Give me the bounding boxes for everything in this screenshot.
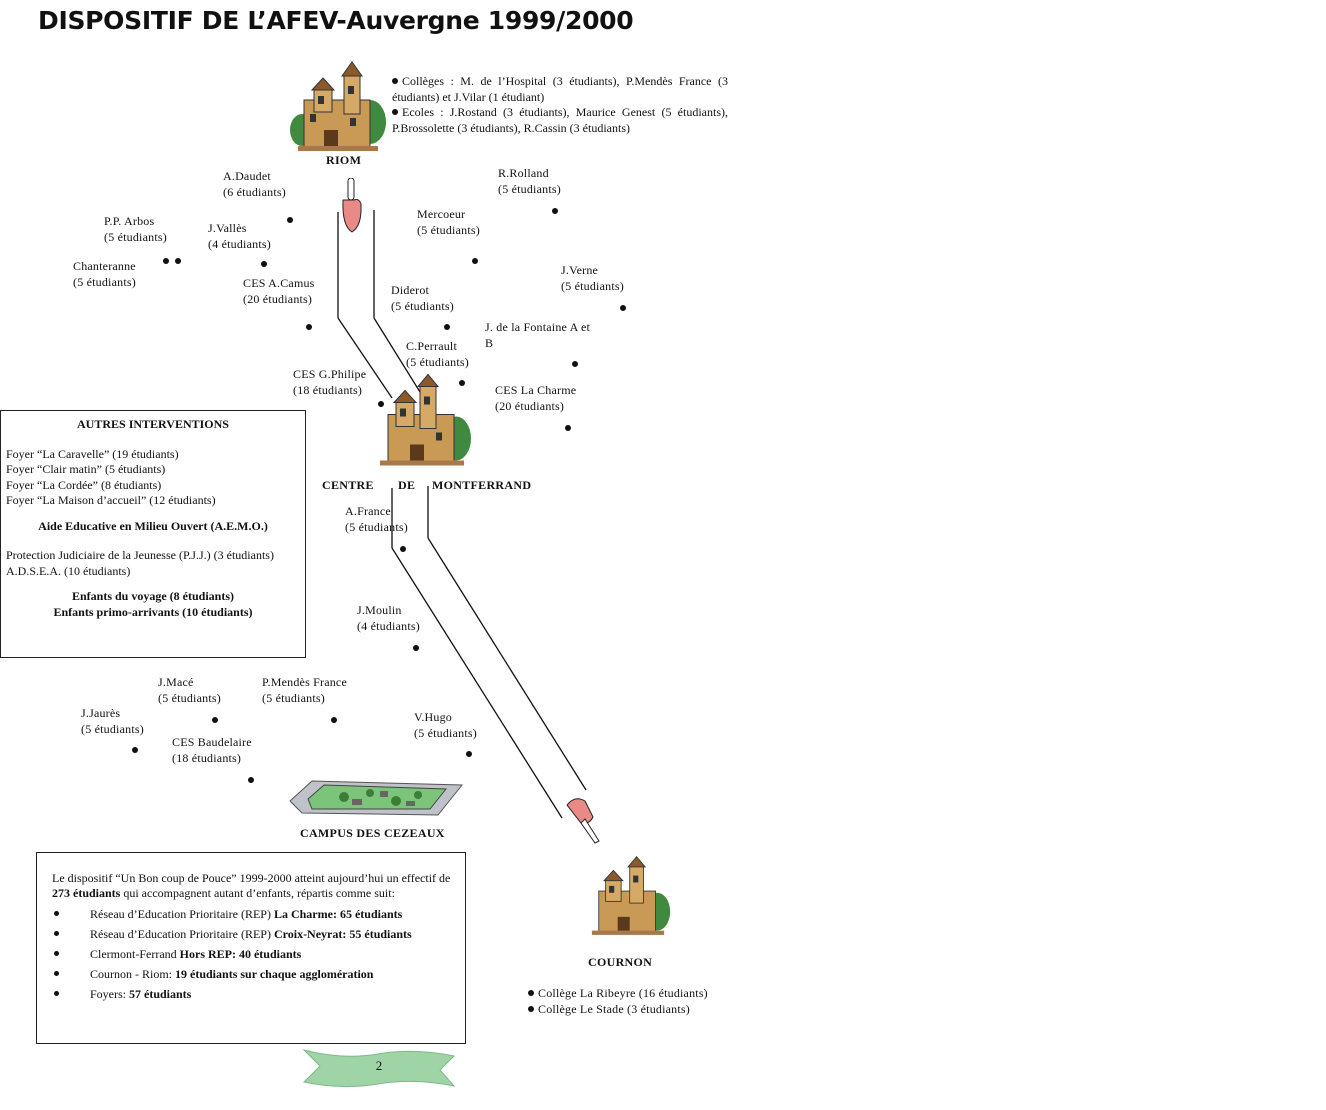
school-label: A.France(5 étudiants) bbox=[345, 504, 408, 534]
school-label: J.Vallès(4 étudiants) bbox=[208, 221, 271, 251]
school-dot bbox=[248, 777, 254, 783]
town-riom: RIOM bbox=[326, 153, 362, 167]
school-label: R.Rolland(5 étudiants) bbox=[498, 166, 561, 196]
list-item: Collège La Ribeyre (16 étudiants) bbox=[538, 986, 708, 1000]
page-title: DISPOSITIF DE L’AFEV-Auvergne 1999/2000 bbox=[38, 6, 634, 35]
ribbon-banner-icon bbox=[302, 1049, 456, 1088]
school-label: J.Moulin(4 étudiants) bbox=[357, 603, 420, 633]
page-number: 2 bbox=[375, 1058, 383, 1073]
autres-heading: AUTRES INTERVENTIONS bbox=[77, 417, 229, 431]
school-label: C.Perrault(5 étudiants) bbox=[406, 339, 469, 369]
school-dot bbox=[472, 258, 478, 264]
enfants-voyage: Enfants du voyage (8 étudiants) bbox=[71, 589, 235, 603]
school-dot bbox=[378, 401, 384, 407]
school-label: CES Baudelaire(18 étudiants) bbox=[172, 735, 252, 765]
school-label: Chanteranne(5 étudiants) bbox=[73, 259, 136, 289]
riom-info: Collèges : M. de l’Hospital (3 étudiants… bbox=[392, 74, 728, 136]
school-dot bbox=[261, 261, 267, 267]
pointing-hand-icon bbox=[566, 798, 600, 844]
town-cournon: COURNON bbox=[588, 955, 653, 969]
bullet-icon bbox=[392, 78, 398, 84]
list-item: Réseau d’Education Prioritaire (REP) La … bbox=[52, 904, 451, 924]
list-item: Clermont-Ferrand Hors REP: 40 étudiants bbox=[52, 944, 451, 964]
list-item: Foyers: 57 étudiants bbox=[52, 984, 451, 1004]
foyer-item: Foyer “Clair matin” (5 étudiants) bbox=[6, 462, 166, 476]
town-montferrand: MONTFERRAND bbox=[432, 478, 532, 492]
bullet-icon bbox=[392, 109, 398, 115]
foyer-item: Foyer “La Maison d’accueil” (12 étudiant… bbox=[6, 493, 216, 507]
school-dot bbox=[466, 751, 472, 757]
town-de: DE bbox=[398, 478, 416, 492]
school-label: J.Macé(5 étudiants) bbox=[158, 675, 221, 705]
school-label: P.Mendès France(5 étudiants) bbox=[262, 675, 347, 705]
castle-icon bbox=[380, 374, 471, 466]
school-label: J.Jaurès(5 étudiants) bbox=[81, 706, 144, 736]
school-dot bbox=[565, 425, 571, 431]
list-item: Cournon - Riom: 19 étudiants sur chaque … bbox=[52, 964, 451, 984]
castle-icon bbox=[591, 855, 671, 935]
bullet-icon bbox=[528, 990, 534, 996]
campus-map-icon bbox=[289, 780, 464, 816]
list-item: Réseau d’Education Prioritaire (REP) Cro… bbox=[52, 924, 451, 944]
school-label: CES A.Camus(20 étudiants) bbox=[243, 276, 315, 306]
school-dot bbox=[331, 717, 337, 723]
foyer-item: Foyer “La Caravelle” (19 étudiants) bbox=[6, 446, 179, 461]
school-label: Diderot(5 étudiants) bbox=[391, 283, 454, 313]
enfants-primo: Enfants primo-arrivants (10 étudiants) bbox=[53, 604, 253, 619]
town-campus: CAMPUS DES CEZEAUX bbox=[300, 826, 445, 840]
riom-ecoles: Ecoles : J.Rostand (3 étudiants), Mauric… bbox=[392, 105, 728, 135]
riom-colleges: Collèges : M. de l’Hospital (3 étudiants… bbox=[392, 74, 728, 104]
pjj: Protection Judiciaire de la Jeunesse (P.… bbox=[6, 548, 274, 562]
town-centre: CENTRE bbox=[322, 478, 374, 492]
pointing-hand-icon bbox=[342, 178, 362, 233]
school-label: V.Hugo(5 étudiants) bbox=[414, 710, 477, 740]
school-dot bbox=[620, 305, 626, 311]
list-item: Collège Le Stade (3 étudiants) bbox=[538, 1002, 690, 1016]
summary-intro: Le dispositif “Un Bon coup de Pouce” 199… bbox=[52, 871, 451, 900]
aemo: Aide Educative en Milieu Ouvert (A.E.M.O… bbox=[38, 518, 268, 533]
school-dot bbox=[444, 324, 450, 330]
castle-icon bbox=[290, 61, 386, 151]
school-dot bbox=[306, 324, 312, 330]
autres-interventions-box: AUTRES INTERVENTIONS Foyer “La Caravelle… bbox=[0, 410, 306, 658]
school-dot bbox=[552, 208, 558, 214]
bullet-icon bbox=[528, 1006, 534, 1012]
adsea: A.D.S.E.A. (10 étudiants) bbox=[6, 563, 131, 578]
school-dot bbox=[459, 380, 465, 386]
school-dot bbox=[400, 546, 406, 552]
school-label: J.Verne(5 étudiants) bbox=[561, 263, 624, 293]
school-dot bbox=[132, 747, 138, 753]
school-dot bbox=[287, 217, 293, 223]
school-label: CES G.Philipe(18 étudiants) bbox=[293, 367, 367, 397]
school-label: CES La Charme(20 étudiants) bbox=[495, 383, 577, 413]
cournon-list: Collège La Ribeyre (16 étudiants) Collèg… bbox=[528, 985, 708, 1017]
summary-box: Le dispositif “Un Bon coup de Pouce” 199… bbox=[36, 852, 466, 1044]
school-dot bbox=[413, 645, 419, 651]
school-label: Mercoeur(5 étudiants) bbox=[417, 207, 480, 237]
school-dot bbox=[163, 258, 169, 264]
foyer-item: Foyer “La Cordée” (8 étudiants) bbox=[6, 477, 162, 492]
summary-list: Réseau d’Education Prioritaire (REP) La … bbox=[52, 904, 451, 1004]
school-dot bbox=[212, 717, 218, 723]
school-dot bbox=[175, 258, 181, 264]
school-dot bbox=[572, 361, 578, 367]
school-label: P.P. Arbos(5 étudiants) bbox=[104, 214, 167, 244]
school-label: A.Daudet(6 étudiants) bbox=[223, 169, 286, 199]
